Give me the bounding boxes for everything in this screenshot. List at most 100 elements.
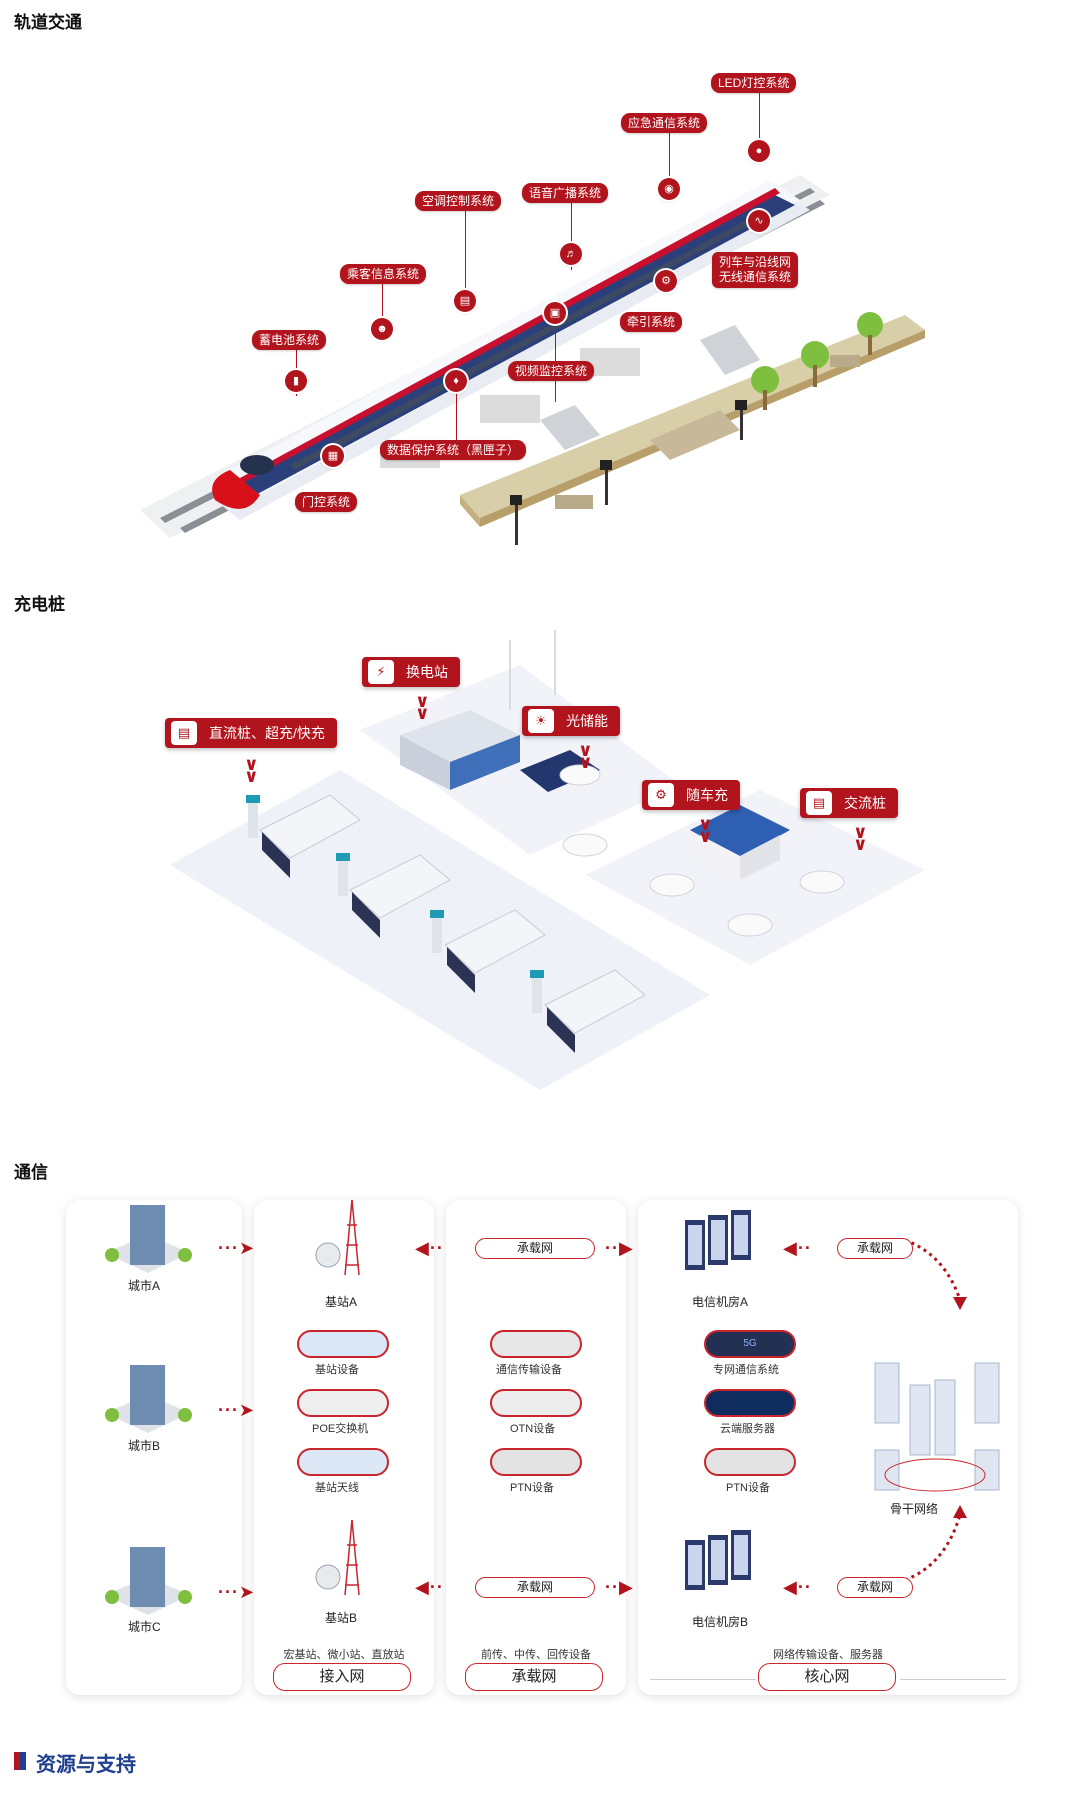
city-a-building xyxy=(105,1205,192,1273)
access-network-box: 接入网 xyxy=(273,1663,411,1691)
bearer-item-label: OTN设备 xyxy=(510,1423,556,1435)
arrow-right-icon: ···➤ xyxy=(218,1582,256,1602)
camera-icon: ▣ xyxy=(544,302,566,324)
arrow-left-icon: ◀·· xyxy=(415,1238,444,1258)
label-black-box: 数据保护系统（黑匣子） xyxy=(380,440,527,460)
core-item-label: 专网通信系统 xyxy=(713,1364,779,1376)
label-led-control: LED灯控系统 xyxy=(711,73,797,93)
label-dc-charger-text: 直流桩、超充/快充 xyxy=(209,725,325,741)
chevron-down-icon: ∨∨ xyxy=(853,822,868,854)
telecom-room-a-label: 电信机房A xyxy=(692,1295,749,1309)
chevron-down-icon: ∨∨ xyxy=(415,691,430,723)
brand-mark-red xyxy=(14,1752,20,1770)
chevron-down-icon: ∨∨ xyxy=(244,754,259,786)
base-station-b-label: 基站B xyxy=(325,1611,358,1625)
arrow-right-icon: ··▶ xyxy=(605,1577,634,1597)
label-swap-station: ⚡ 换电站 xyxy=(362,657,460,687)
divider xyxy=(900,1679,1006,1680)
passenger-icon: ☻ xyxy=(371,318,393,340)
bearer-panel xyxy=(446,1200,626,1695)
bearer-item-label: 通信传输设备 xyxy=(496,1364,562,1376)
access-panel xyxy=(254,1200,434,1695)
base-station-antenna-image xyxy=(297,1448,389,1476)
bearer-network-tag: 承载网 xyxy=(475,1577,595,1598)
access-caption: 宏基站、微小站、直放站 xyxy=(283,1649,405,1661)
transmission-equipment-image xyxy=(490,1330,582,1358)
label-dc-charger: ▤直流桩、超充/快充 xyxy=(165,718,337,748)
label-train-wireless-line1: 列车与沿线网 xyxy=(719,255,792,269)
comm-illustration xyxy=(105,1199,1000,1615)
core-item-label: 云端服务器 xyxy=(720,1423,775,1435)
arrow-right-icon: ··▶ xyxy=(605,1238,634,1258)
arrow-left-icon: ◀·· xyxy=(415,1577,444,1597)
solar-icon: ☀ xyxy=(528,709,554,733)
backbone-network-label: 骨干网络 xyxy=(890,1502,939,1516)
arrow-left-icon: ◀·· xyxy=(783,1577,812,1597)
label-door-control: 门控系统 xyxy=(295,492,358,512)
access-item-label: 基站设备 xyxy=(315,1364,359,1376)
rail-diagram: ● ◉ ♬ ▤ ☻ ▮ ∿ ⚙ ▣ ♦ ▦ LED灯控系统 应急通信系统 语音广… xyxy=(0,40,1080,560)
core-caption: 网络传输设备、服务器 xyxy=(773,1649,883,1661)
label-train-wireless: 列车与沿线网 无线通信系统 xyxy=(712,252,799,288)
access-item-label: 基站天线 xyxy=(315,1482,359,1494)
chevron-down-icon: ∨∨ xyxy=(698,814,713,846)
arrow-right-icon: ···➤ xyxy=(218,1400,256,1420)
label-emergency-comm: 应急通信系统 xyxy=(621,113,708,133)
label-solar-storage-text: 光储能 xyxy=(566,713,608,729)
bearer-item-label: PTN设备 xyxy=(510,1482,554,1494)
label-traction: 牵引系统 xyxy=(620,312,683,332)
label-aircon-control: 空调控制系统 xyxy=(415,191,502,211)
door-icon: ▦ xyxy=(322,445,344,467)
telecom-room-b-label: 电信机房B xyxy=(692,1615,749,1629)
arrow-left-icon: ◀·· xyxy=(783,1238,812,1258)
cloud-server-image xyxy=(704,1389,796,1417)
base-station-a-label: 基站A xyxy=(325,1295,358,1309)
ac-charger-icon: ▤ xyxy=(806,791,832,815)
charging-illustration xyxy=(170,630,925,1090)
city-a-label: 城市A xyxy=(128,1279,161,1293)
chevron-down-icon: ∨∨ xyxy=(578,740,593,772)
bearer-network-tag: 承载网 xyxy=(837,1577,913,1598)
ptn-equipment-image xyxy=(490,1448,582,1476)
label-solar-storage: ☀ 光储能 xyxy=(522,706,620,736)
base-station-equipment-image xyxy=(297,1330,389,1358)
label-mobile-charger-text: 随车充 xyxy=(686,787,728,803)
poe-switch-image xyxy=(297,1389,389,1417)
battery-icon: ▮ xyxy=(285,370,307,392)
emergency-signal-icon: ◉ xyxy=(658,178,680,200)
comm-diagram: 城市A 城市B 城市C ···➤ ···➤ ···➤ 基站A 基站B 基站设备 … xyxy=(0,1185,1080,1705)
label-swap-station-text: 换电站 xyxy=(406,664,448,680)
arrow-right-icon: ···➤ xyxy=(218,1238,256,1258)
otn-equipment-image xyxy=(490,1389,582,1417)
rail-section-title: 轨道交通 xyxy=(14,13,82,32)
label-broadcast: 语音广播系统 xyxy=(522,183,609,203)
label-ac-charger-text: 交流桩 xyxy=(844,795,886,811)
bus-1 xyxy=(259,794,361,878)
label-train-wireless-line2: 无线通信系统 xyxy=(719,270,792,284)
city-c-label: 城市C xyxy=(128,1620,161,1634)
resources-title: 资源与支持 xyxy=(36,1754,136,1776)
core-network-box: 核心网 xyxy=(758,1663,896,1691)
rail-illustration xyxy=(140,175,925,545)
core-item-label: PTN设备 xyxy=(726,1482,770,1494)
bearer-network-box: 承载网 xyxy=(465,1663,603,1691)
bulb-icon: ● xyxy=(748,140,770,162)
ptn-equipment-image xyxy=(704,1448,796,1476)
label-mobile-charger: ⚙ 随车充 xyxy=(642,780,740,810)
divider xyxy=(650,1679,756,1680)
city-b-label: 城市B xyxy=(128,1439,161,1453)
access-item-label: POE交换机 xyxy=(312,1423,369,1435)
brand-mark-blue xyxy=(20,1752,26,1770)
label-passenger-info: 乘客信息系统 xyxy=(340,264,427,284)
traction-icon: ⚙ xyxy=(655,270,677,292)
swap-station-icon: ⚡ xyxy=(368,660,394,684)
badge-5g: 5G xyxy=(704,1330,796,1358)
speaker-icon: ♬ xyxy=(560,243,582,265)
label-ac-charger: ▤ 交流桩 xyxy=(800,788,898,818)
bearer-caption: 前传、中传、回传设备 xyxy=(481,1649,591,1661)
mobile-charger-icon: ⚙ xyxy=(648,783,674,807)
city-panel xyxy=(66,1200,242,1695)
comm-section-title: 通信 xyxy=(14,1163,48,1182)
label-battery: 蓄电池系统 xyxy=(252,330,327,350)
aircon-icon: ▤ xyxy=(454,290,476,312)
